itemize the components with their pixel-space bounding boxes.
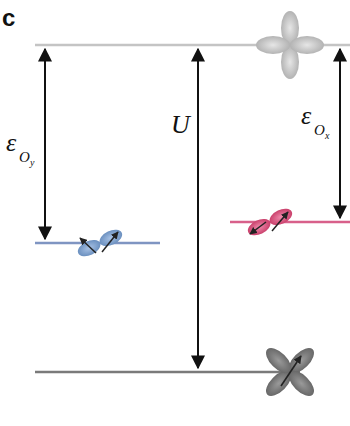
energy-arrow [197, 49, 199, 368]
d-orbital-upper [256, 11, 324, 79]
subscript: O [314, 123, 325, 138]
p-orbital-ox [245, 206, 294, 239]
spin-arrow [250, 222, 266, 234]
panel-letter: c [2, 6, 15, 30]
symbol-epsilon: ε [301, 103, 311, 129]
spin-arrow [80, 238, 96, 253]
symbol-u: U [171, 112, 190, 138]
spin-arrow [102, 232, 118, 252]
energy-arrow [44, 49, 46, 239]
subscript: O [19, 150, 30, 165]
symbol-epsilon: ε [6, 130, 16, 156]
subscript: y [30, 158, 34, 168]
d-orbital-lower [245, 327, 336, 418]
spin-arrow [281, 356, 301, 386]
p-orbital-oy [75, 227, 124, 260]
subscript: x [325, 131, 329, 141]
energy-arrow [339, 49, 341, 218]
ox-level [230, 221, 350, 224]
lower-level [35, 371, 300, 374]
spin-arrow [272, 212, 288, 231]
